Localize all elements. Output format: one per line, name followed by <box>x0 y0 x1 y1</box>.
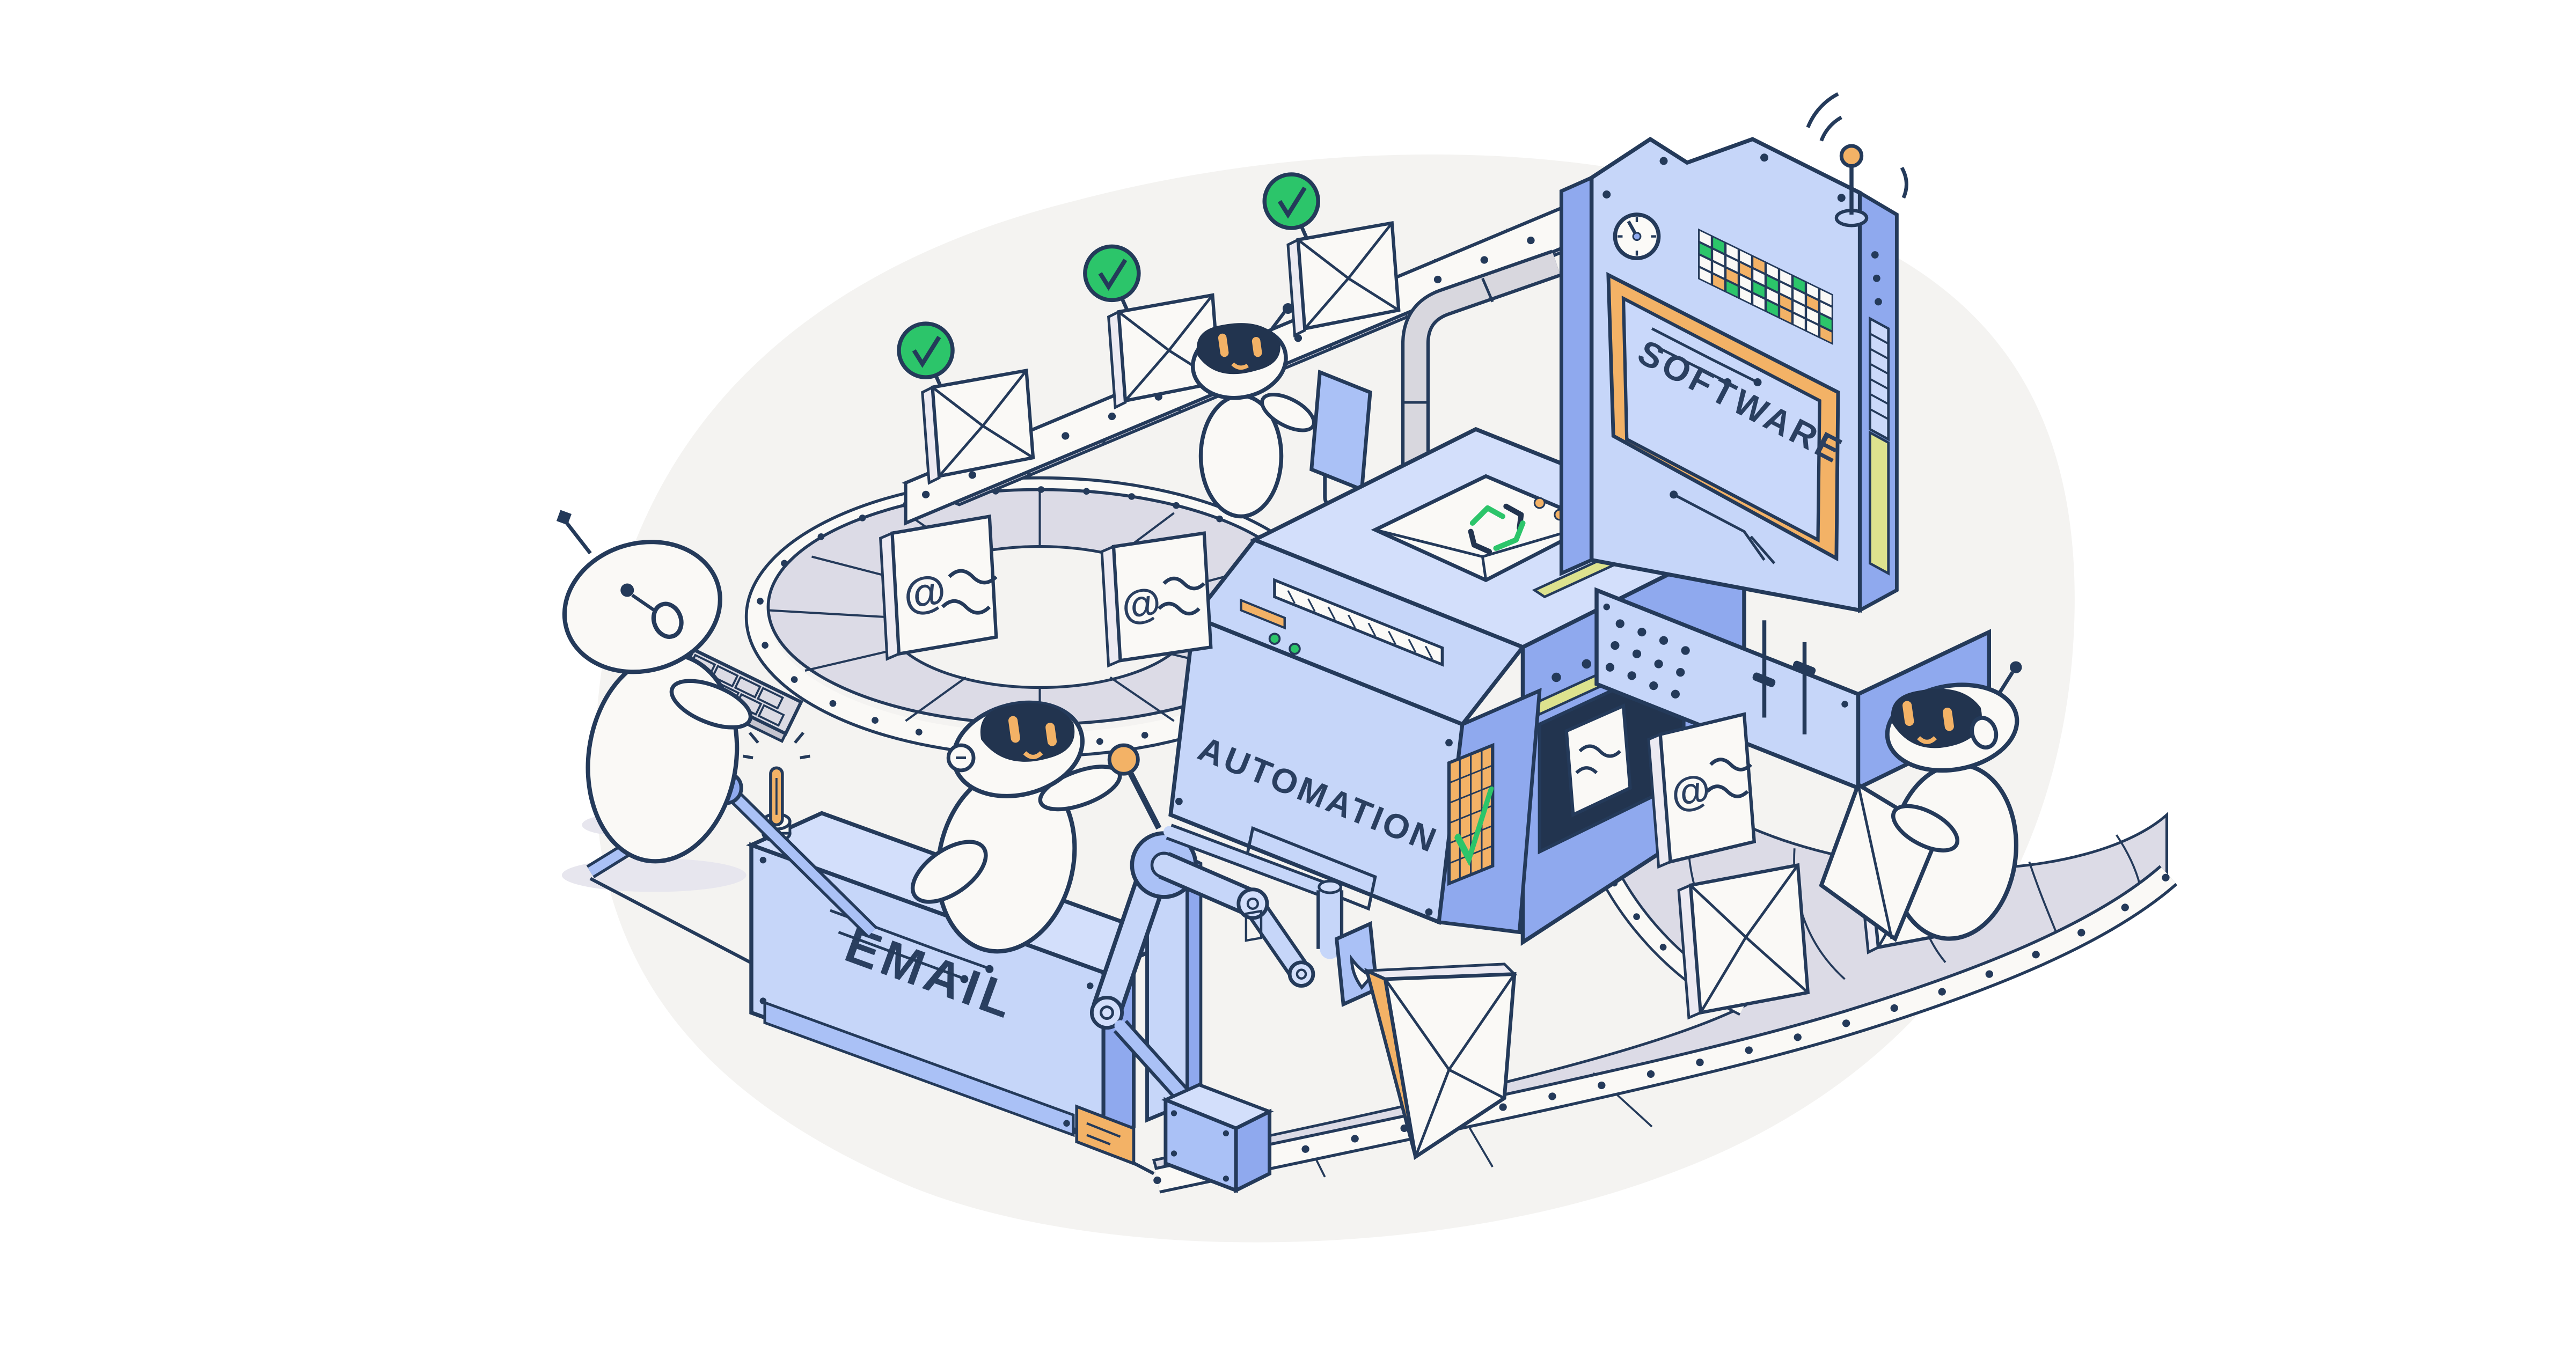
email-box-orange-panel <box>1075 1104 1136 1166</box>
robot-visor <box>980 703 1075 762</box>
check-badge-icon <box>1083 244 1141 303</box>
robot-eye <box>1902 701 1914 726</box>
check-mark-icon <box>1454 786 1494 866</box>
antenna-tip <box>2010 661 2022 673</box>
robot-eye <box>620 583 634 597</box>
antenna <box>1806 92 1908 227</box>
robot-hand <box>669 679 753 730</box>
tower-left-side <box>1559 174 1594 577</box>
reader-robot <box>1819 661 2022 942</box>
envelope-at-2: @ <box>1100 531 1213 668</box>
email-box-stripe <box>763 1001 1075 1137</box>
robot-eye <box>1252 337 1262 357</box>
base-dot-grid <box>1605 619 1690 699</box>
front-slot <box>1244 826 1377 911</box>
shadow-under-typist <box>561 858 747 892</box>
robot-eye <box>1008 716 1020 743</box>
held-envelope <box>1364 962 1518 1160</box>
arm-wrist-joint <box>1287 960 1315 988</box>
arm-pedestal <box>1161 909 1274 1194</box>
tower-side-strip <box>1869 430 1890 576</box>
typist-robot <box>556 510 753 864</box>
robot-arm <box>1891 804 1960 853</box>
robot-visor <box>1196 323 1280 374</box>
outgoing-envelopes <box>897 172 1401 485</box>
hood-ruler <box>1273 578 1444 667</box>
check-badge-icon <box>897 321 955 379</box>
inspector-robot <box>1190 303 1372 519</box>
at-symbol: @ <box>1118 579 1163 629</box>
antenna-ball <box>1839 144 1864 168</box>
led-grid <box>1698 228 1833 346</box>
envelope-at-1: @ <box>879 514 998 661</box>
antenna-tip <box>556 510 572 525</box>
led-cell <box>1819 324 1833 346</box>
loop-envelopes: @ @ <box>879 514 1213 668</box>
robot-eye-ring <box>651 601 684 639</box>
robot-eye <box>1218 333 1229 357</box>
envelope-at-right: @ <box>1647 712 1757 869</box>
clock-gauge-icon <box>1613 212 1661 260</box>
robot-eye-ring <box>1970 716 1999 750</box>
slider-control <box>1752 620 1816 734</box>
robot-head <box>562 540 722 674</box>
at-symbol: @ <box>900 565 949 620</box>
check-panel <box>1447 743 1495 886</box>
robot-visor <box>1891 688 1982 748</box>
check-badge-icon <box>1262 172 1320 230</box>
robotic-arm <box>1089 824 1379 1194</box>
gripper-nozzle <box>1350 954 1375 990</box>
at-symbol: @ <box>1667 766 1714 817</box>
robot-eye <box>1943 707 1954 731</box>
blue-panel <box>1309 369 1372 493</box>
envelope-plain-1 <box>1677 863 1810 1020</box>
tower-side-ladder <box>1869 316 1890 576</box>
tunnel-envelope <box>1564 703 1632 818</box>
operator-robot <box>910 700 1162 954</box>
robot-arm <box>1260 393 1316 432</box>
envelope-checked-3 <box>1262 172 1401 337</box>
robot-wing <box>910 840 988 904</box>
mail-logo-icon <box>1468 503 1526 555</box>
hood-orange-bar <box>1240 598 1286 630</box>
lever-knob <box>1107 743 1140 776</box>
robot-eye <box>1045 723 1057 746</box>
arm-pulley-small <box>1089 995 1124 1030</box>
antenna-tip <box>1283 303 1293 314</box>
envelope-checked-1 <box>897 321 1035 485</box>
